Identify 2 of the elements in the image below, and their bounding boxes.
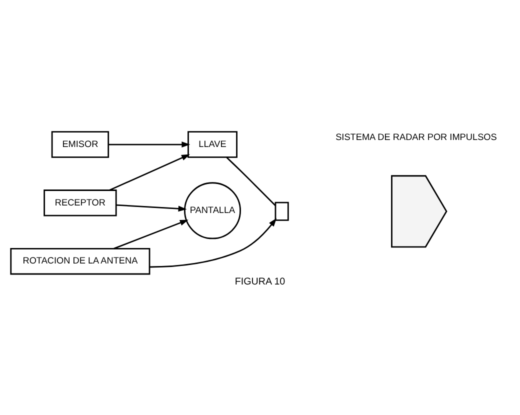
label: SISTEMA DE RADAR POR IMPULSOS (336, 132, 497, 142)
caption: FIGURA 10 (234, 276, 286, 288)
